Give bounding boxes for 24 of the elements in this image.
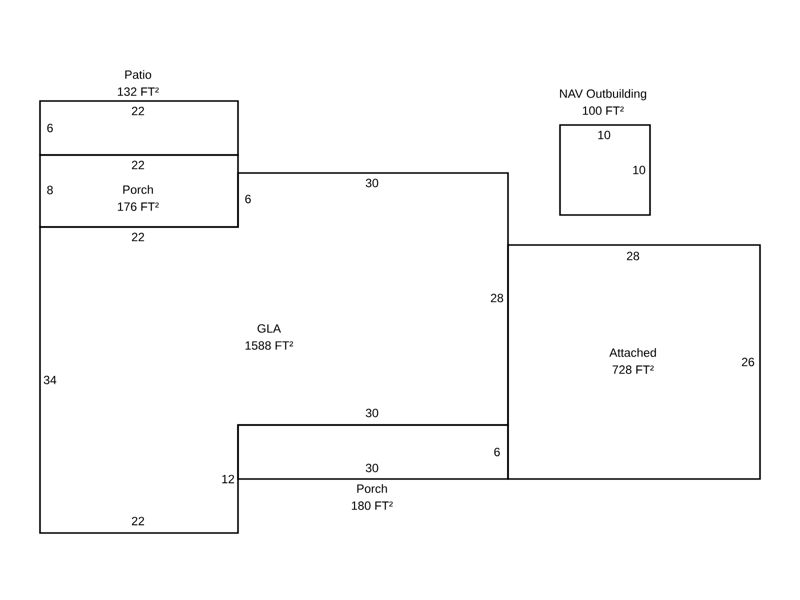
- dimension-label: 10: [598, 130, 610, 140]
- dimension-label: 28: [626, 252, 640, 260]
- dimension-label: 28: [490, 294, 504, 302]
- dimension-label: 22: [132, 516, 144, 526]
- room-label: Porch 180 FT²: [352, 484, 393, 510]
- room-label: Patio 132 FT²: [118, 70, 159, 96]
- dimension-label: 34: [44, 376, 56, 384]
- dimension-label: 26: [742, 358, 754, 366]
- dimension-label: 12: [222, 474, 234, 484]
- dimension-label: 22: [132, 232, 144, 242]
- dimension-label: 30: [366, 178, 378, 188]
- dimension-label: 30: [366, 408, 378, 418]
- dimension-label: 10: [633, 166, 646, 174]
- dimension-label: 22: [132, 106, 144, 116]
- dimension-label: 6: [245, 194, 251, 204]
- room-label: GLA 1588 FT²: [246, 324, 294, 350]
- dimension-label: 6: [47, 124, 53, 132]
- room-label: Porch 176 FT²: [118, 185, 159, 211]
- dimension-label: 22: [132, 160, 144, 170]
- room-label: NAV Outbuilding 100 FT²: [560, 89, 646, 115]
- room-label: Attached 728 FT²: [609, 348, 656, 374]
- dimension-label: 6: [494, 448, 500, 456]
- dimension-label: 30: [366, 464, 378, 472]
- dimension-label: 8: [47, 186, 53, 194]
